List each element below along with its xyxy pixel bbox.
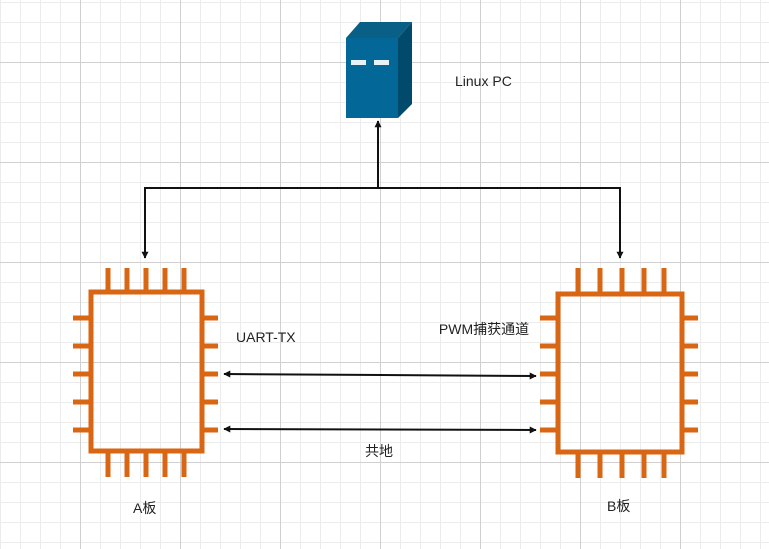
uart-pwm-connection [223, 370, 537, 380]
ground-connection [223, 425, 537, 434]
server-label: Linux PC [455, 73, 512, 89]
ground-label: 共地 [365, 443, 393, 459]
uart-tx-label: UART-TX [236, 329, 296, 345]
server-icon[interactable] [346, 22, 412, 118]
pwm-capture-label: PWM捕获通道 [438, 321, 530, 337]
pc-to-board-b-link [378, 187, 624, 259]
board-a-label: A板 [133, 500, 157, 516]
board-b-label: B板 [607, 498, 631, 514]
pc-to-board-a-link [141, 187, 378, 259]
board-a-chip-icon[interactable] [73, 268, 218, 477]
board-b-chip-icon[interactable] [540, 268, 698, 478]
